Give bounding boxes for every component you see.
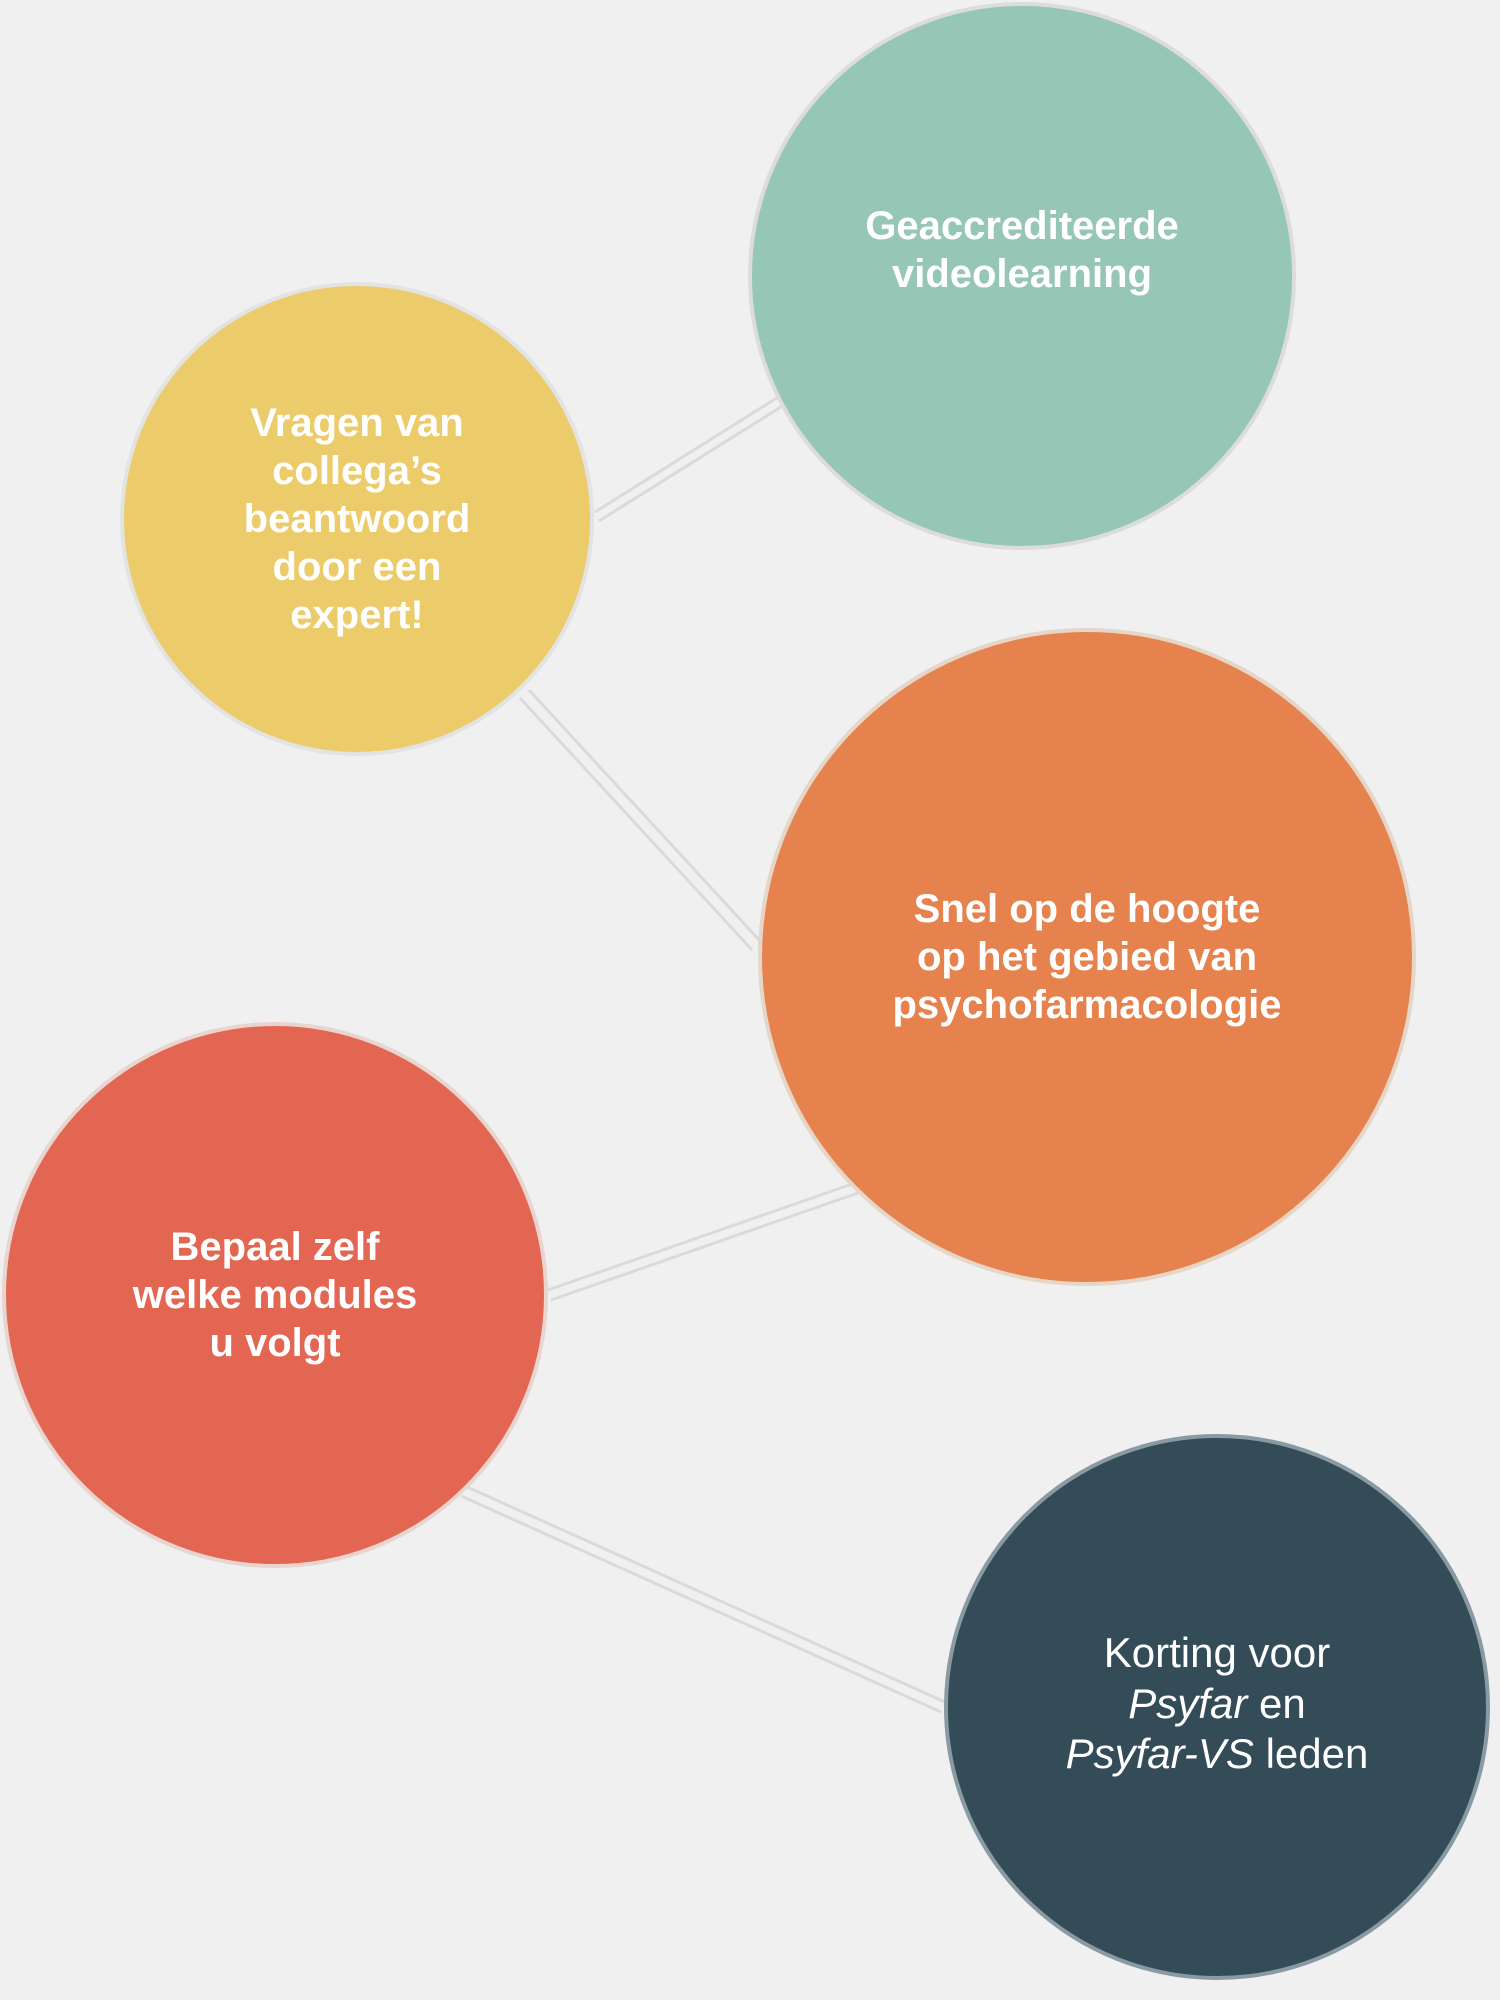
videolearning-label-line-1: Geaccrediteerde: [865, 204, 1179, 248]
connector-questions-uptodate-a: [518, 696, 754, 952]
questions-label-line-1: Vragen van: [250, 401, 464, 445]
discount-label-and: en: [1247, 1679, 1306, 1727]
modules-label: Bepaal zelf welke modules u volgt: [133, 1223, 418, 1367]
discount-label-psyfar-vs: Psyfar-VS: [1065, 1730, 1254, 1778]
modules-label-line-3: u volgt: [209, 1321, 341, 1365]
modules-label-line-2: welke modules: [132, 1273, 418, 1317]
connector-modules-discount-b: [460, 1494, 942, 1714]
discount-label-line-1: Korting voor: [1103, 1629, 1331, 1677]
discount-label-members: leden: [1253, 1730, 1369, 1778]
questions-label-line-3: beantwoord: [243, 497, 471, 541]
connector-modules-uptodate-b: [550, 1191, 859, 1302]
connector-questions-videolearning-a: [594, 394, 781, 514]
connector-questions-uptodate-b: [527, 688, 763, 944]
questions-label-line-4: door een: [272, 545, 442, 589]
questions-label-line-5: expert!: [290, 593, 424, 637]
connector-modules-uptodate-a: [547, 1181, 856, 1292]
modules-node: Bepaal zelf welke modules u volgt: [2, 1022, 548, 1568]
connector-questions-videolearning-b: [598, 403, 785, 523]
discount-label: Korting voor Psyfar en Psyfar-VS leden: [1066, 1628, 1369, 1779]
uptodate-label-line-2: op het gebied van: [916, 935, 1258, 979]
discount-label-psyfar: Psyfar: [1128, 1679, 1248, 1727]
connector-modules-discount-a: [464, 1484, 946, 1704]
uptodate-label: Snel op de hoogte op het gebied van psyc…: [892, 885, 1281, 1029]
uptodate-label-line-3: psychofarmacologie: [892, 983, 1282, 1027]
uptodate-node: Snel op de hoogte op het gebied van psyc…: [758, 628, 1416, 1286]
videolearning-label: Geaccrediteerde videolearning: [865, 202, 1179, 298]
videolearning-node: Geaccrediteerde videolearning: [748, 2, 1296, 550]
discount-node: Korting voor Psyfar en Psyfar-VS leden: [944, 1434, 1490, 1980]
questions-label: Vragen van collega’s beantwoord door een…: [192, 399, 522, 639]
questions-label-line-2: collega’s: [272, 449, 442, 493]
questions-node: Vragen van collega’s beantwoord door een…: [120, 282, 594, 756]
modules-label-line-1: Bepaal zelf: [170, 1225, 380, 1269]
uptodate-label-line-1: Snel op de hoogte: [913, 887, 1261, 931]
videolearning-label-line-2: videolearning: [891, 252, 1153, 296]
